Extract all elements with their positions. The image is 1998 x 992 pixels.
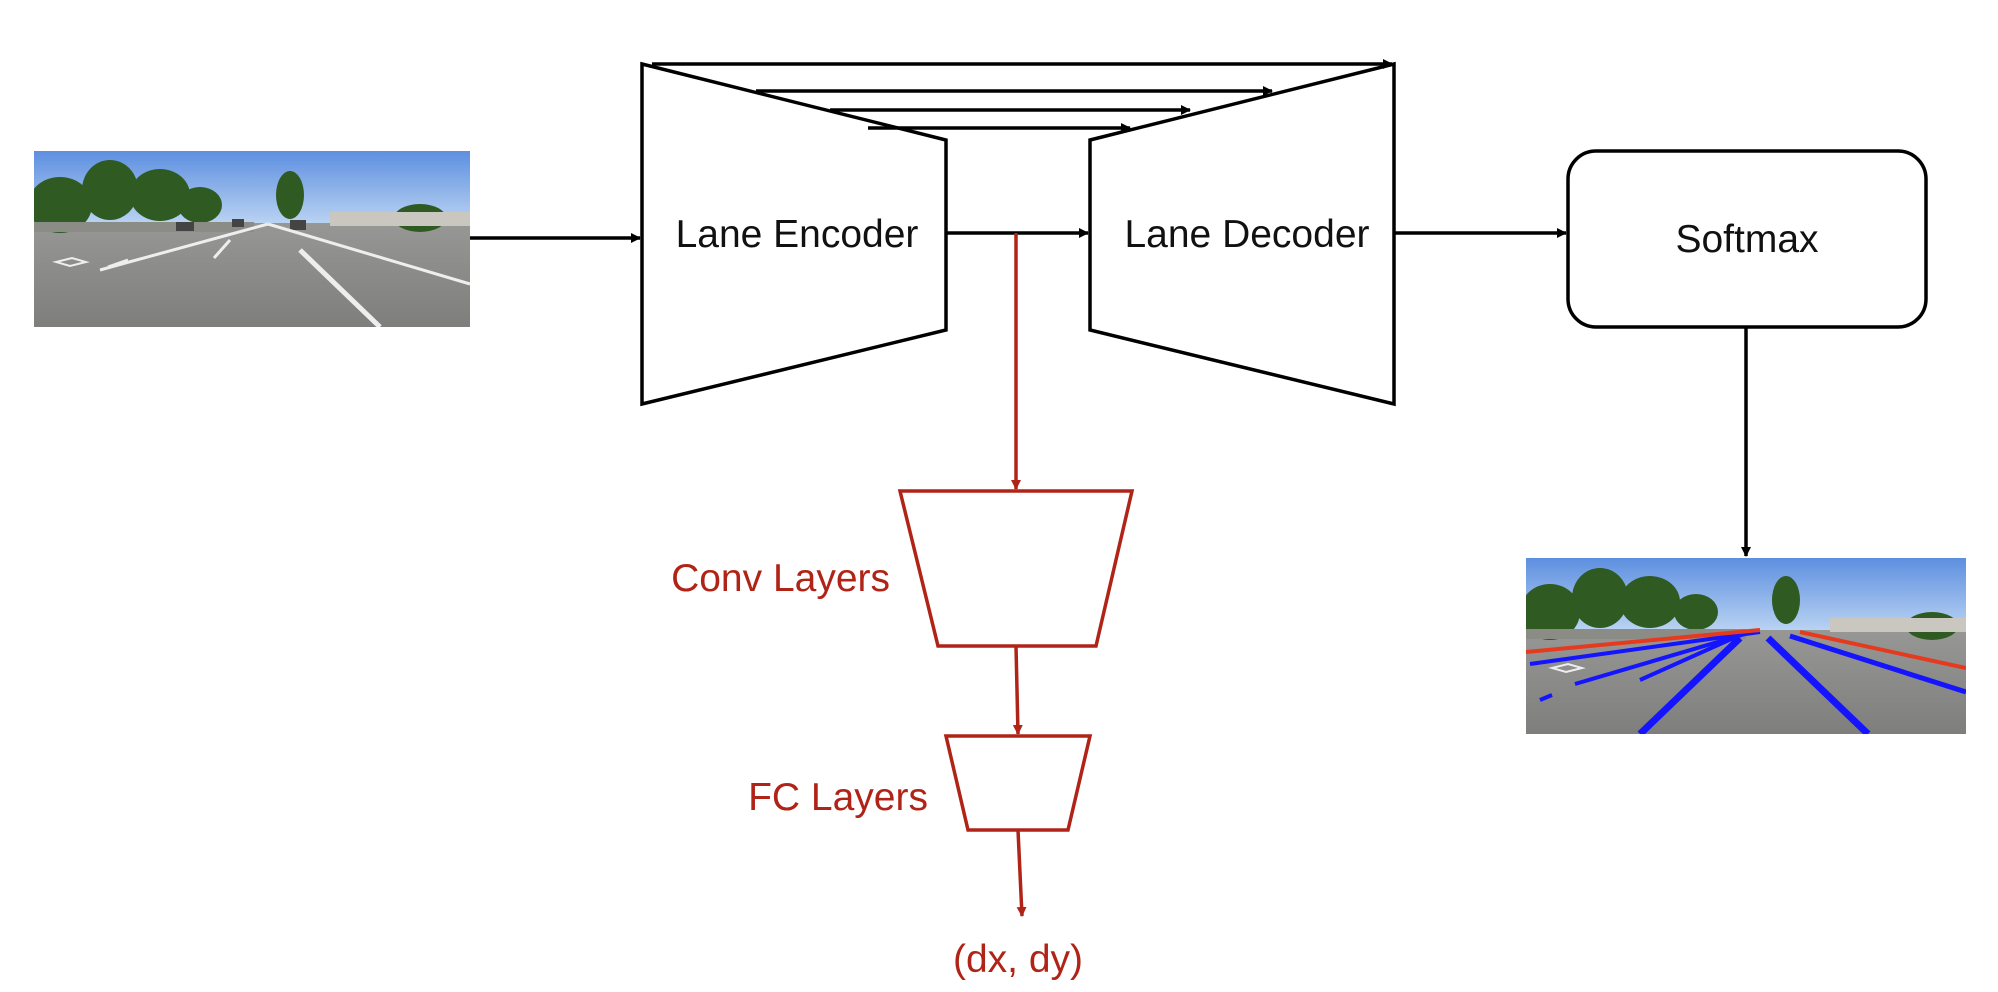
- conv-layers-block: [897, 489, 1135, 648]
- arrow-fc-to-output: [1016, 829, 1027, 917]
- fc-layers-label: FC Layers: [748, 776, 928, 819]
- skip-connections: [652, 59, 1393, 133]
- fc-layers-block: [943, 734, 1093, 832]
- lane-encoder-label: Lane Encoder: [676, 213, 919, 256]
- arrow-conv-to-fc: [1012, 645, 1023, 735]
- output-road-image: [1526, 558, 1966, 734]
- output-dx-dy-label: (dx, dy): [953, 938, 1083, 981]
- lane-encoder-block: [640, 61, 948, 407]
- conv-layers-label: Conv Layers: [671, 557, 890, 600]
- lane-decoder-block: [1088, 61, 1396, 407]
- lane-decoder-label: Lane Decoder: [1124, 213, 1369, 256]
- softmax-label: Softmax: [1675, 218, 1819, 261]
- input-road-image: [34, 151, 470, 327]
